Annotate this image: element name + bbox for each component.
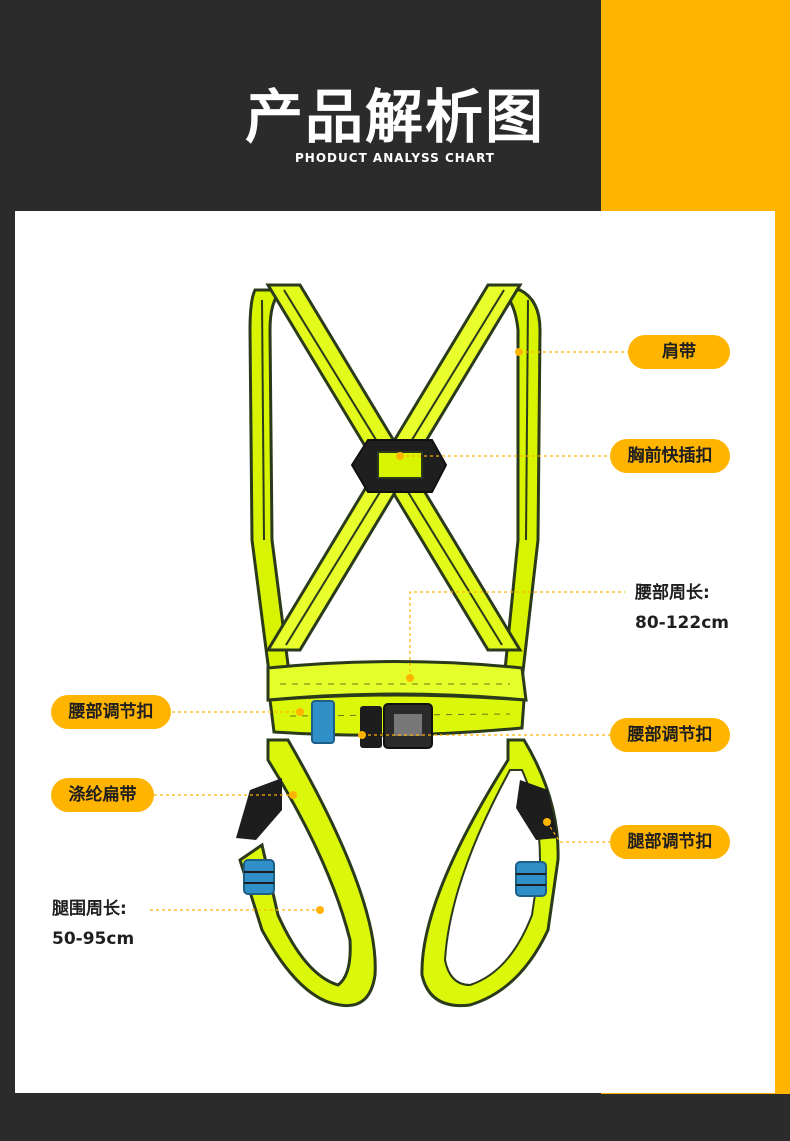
leg-size-title: 腿围周长: [52, 899, 127, 919]
waist-size-value: 80-122cm [635, 613, 729, 633]
label-leg-adjuster: 腿部调节扣 [610, 825, 730, 859]
page-subtitle: PHODUCT ANALYSS CHART [295, 151, 495, 165]
label-polyester-strap: 涤纶扁带 [51, 778, 154, 812]
label-shoulder-strap: 肩带 [628, 335, 730, 369]
label-chest-buckle: 胸前快插扣 [610, 439, 730, 473]
label-leg-size: 腿围周长: 50-95cm [52, 894, 134, 954]
page-title: 产品解析图 [244, 83, 545, 151]
leg-size-value: 50-95cm [52, 929, 135, 949]
header: 产品解析图 PHODUCT ANALYSS CHART [0, 0, 790, 210]
waist-size-title: 腰部周长: [635, 583, 710, 603]
label-waist-adjuster-right: 腰部调节扣 [610, 718, 730, 752]
label-waist-size: 腰部周长: 80-122cm [635, 578, 729, 638]
label-waist-adjuster-left: 腰部调节扣 [51, 695, 171, 729]
